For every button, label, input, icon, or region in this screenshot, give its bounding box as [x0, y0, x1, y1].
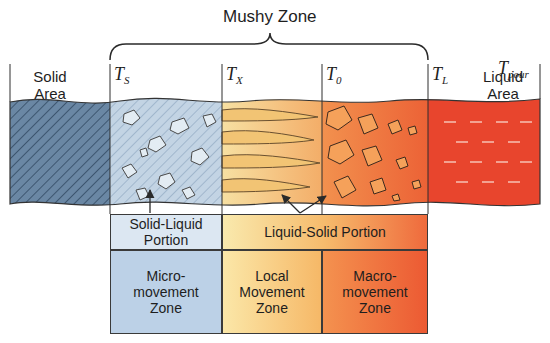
portion-box: Liquid-Solid Portion — [222, 214, 428, 250]
temperature-label: TX — [226, 64, 243, 90]
box-text: Solid-Liquid Portion — [115, 216, 217, 248]
area-label: Solid Area — [20, 68, 80, 102]
pointer-arrows — [150, 190, 326, 213]
box-text: Liquid-Solid Portion — [264, 224, 385, 240]
box-text: Micro-movement Zone — [121, 268, 211, 316]
box-text: Local Movement Zone — [229, 268, 315, 316]
isotherm-lines — [10, 64, 540, 214]
portion-box: Solid-Liquid Portion — [110, 214, 222, 250]
temperature-label: TS — [114, 64, 130, 90]
mushy-brace — [110, 33, 428, 60]
temperature-label: T0 — [326, 64, 342, 90]
temperature-label: Tpour — [498, 58, 529, 84]
zone-box: Macro-movement Zone — [322, 250, 428, 334]
zone-box: Micro-movement Zone — [110, 250, 222, 334]
temperature-label: TL — [432, 64, 448, 90]
box-text: Macro-movement Zone — [329, 268, 421, 316]
solidification-band — [10, 90, 540, 215]
zone-box: Local Movement Zone — [222, 250, 322, 334]
diagram-title: Mushy Zone — [223, 8, 317, 25]
